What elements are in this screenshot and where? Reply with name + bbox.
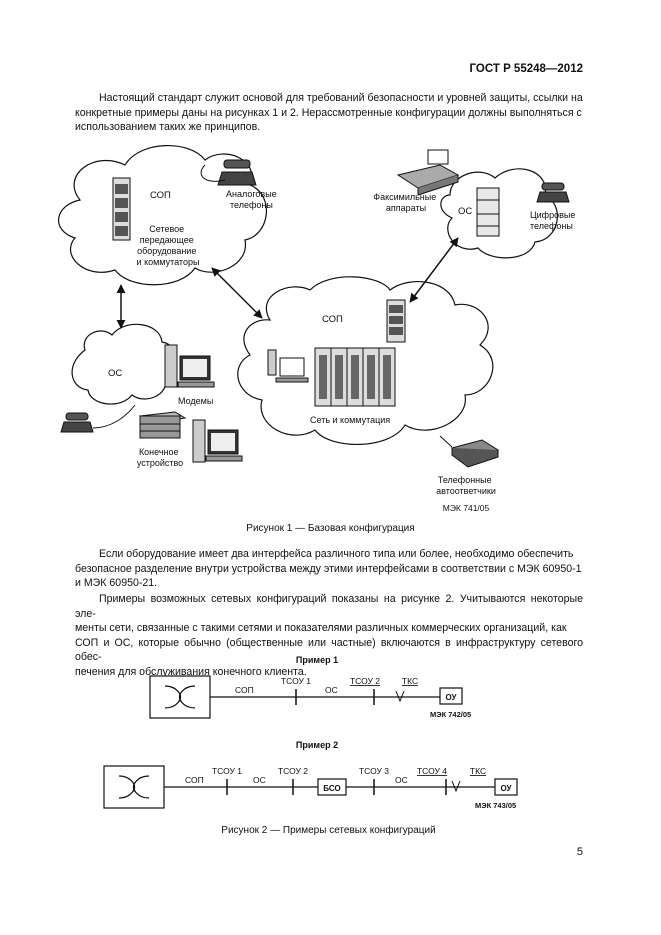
link-arrow [211,267,263,319]
label-sop-top-left: СОП [150,190,171,201]
label-modems: Модемы [178,396,213,406]
paragraph-2: Если оборудование имеет два интерфейса р… [75,547,583,591]
label-os: ОС [325,685,338,695]
analog-telephone-icon [200,159,257,186]
link-arrow [409,237,459,303]
crossover-symbol [118,775,150,799]
label-ou: ОУ [446,693,458,702]
ou-box [494,778,518,796]
text-line: безопасное разделение внутри устройства … [75,562,582,575]
figure-1-caption: Рисунок 1 — Базовая конфигурация [246,523,415,534]
label-analog-phones: Аналоговые телефоны [226,189,279,210]
label-tsou2: ТСОУ 2 [278,766,308,776]
iec-reference: МЭК 742/05 [430,710,471,719]
rack-icon [112,177,131,241]
cloud-sop-top-left [57,144,267,286]
label-tsou3: ТСОУ 3 [359,766,389,776]
cloud-os-left [71,323,177,405]
text-line: и МЭК 60950-21. [75,577,158,590]
label-network-equipment: Сетевое передающее оборудование и коммут… [137,224,200,267]
text-line: конкретные примеры даны на рисунках 1 и … [75,106,582,119]
switch-cabinet-icon [476,187,500,237]
page-number: 5 [576,846,583,858]
label-network-switching: Сеть и коммутация [310,415,390,425]
iec-reference: МЭК 743/05 [475,801,516,810]
label-digital-phones: Цифровые телефоны [530,210,578,231]
label-tsou1: ТСОУ 1 [281,676,311,686]
rack-icon [386,299,406,343]
text-line: Настоящий стандарт служит основой для тр… [99,92,583,104]
label-bso: БСО [323,784,340,793]
label-sop: СОП [235,685,254,695]
label-tsou1: ТСОУ 1 [212,766,242,776]
answering-machine-icon [439,435,500,468]
text-line: использованием таких же принципов. [75,121,261,134]
bso-box [317,778,347,796]
figure-2-diagram: Пример 1 СОП ТСОУ 1 ОС ТСОУ 2 ТКС ОУ МЭК… [103,655,518,810]
example-1-title: Пример 1 [296,655,338,665]
label-tsou4: ТСОУ 4 [417,766,447,776]
label-tks: ТКС [470,766,486,776]
label-fax: Факсимильные аппараты [373,192,439,213]
fax-icon [396,149,460,196]
document-header: ГОСТ Р 55248—2012 [469,63,583,75]
label-ou: ОУ [501,784,513,793]
label-os-top-right: ОС [458,206,472,217]
computer-icon [267,349,309,383]
iec-reference: МЭК 741/05 [443,503,490,513]
terminal-device-icon [138,411,187,439]
label-terminal-device: Конечное устройство [137,447,183,468]
paragraph-3: Примеры возможных сетевых конфигураций п… [75,592,583,680]
figure-1-diagram: СОП Сетевое передающее оборудование и ко… [57,144,578,513]
label-os: ОС [253,775,266,785]
label-os: ОС [395,775,408,785]
text-line: Если оборудование имеет два интерфейса р… [99,548,574,560]
label-answering-machines: Телефонные автоответчики [436,475,496,496]
label-tsou2: ТСОУ 2 [350,676,380,686]
ou-box [439,687,463,705]
example-2-title: Пример 2 [296,740,338,750]
label-sop: СОП [185,775,204,785]
intro-paragraph: Настоящий стандарт служит основой для тр… [75,91,583,135]
label-sop-center: СОП [322,314,343,325]
computer-icon [192,419,243,463]
modem-computer-icon [164,344,215,388]
text-line: печения для обслуживания конечного клиен… [75,665,307,678]
digital-telephone-icon [536,182,570,203]
text-line: СОП и ОС, которые обычно (общественные и… [75,636,583,664]
text-line: менты сети, связанные с такими сетями и … [75,622,567,635]
crossover-symbol [164,685,196,709]
text-line: Примеры возможных сетевых конфигураций п… [75,593,583,620]
label-tks: ТКС [402,676,418,686]
figure-2-caption: Рисунок 2 — Примеры сетевых конфигураций [221,825,436,836]
switching-equipment-icon [314,347,396,407]
analog-telephone-icon [60,404,136,433]
label-os-left: ОС [108,368,122,379]
